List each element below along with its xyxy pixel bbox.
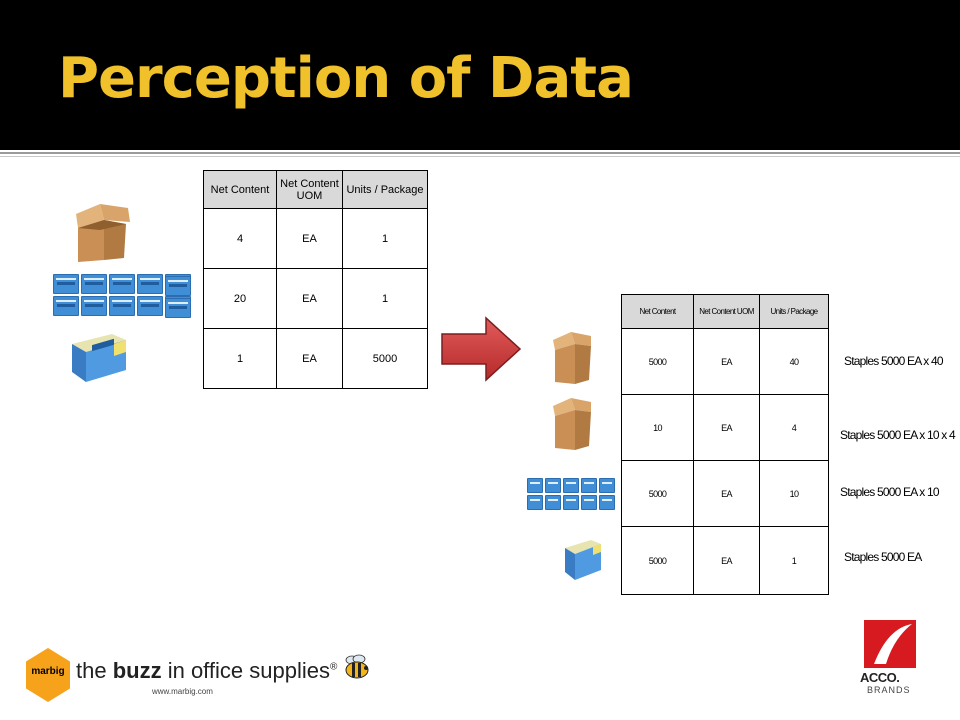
- table-cell: EA: [276, 328, 343, 389]
- table-cell: 5000: [621, 460, 694, 527]
- table-header-cell: Net Content: [203, 170, 277, 209]
- data-table-before: Net Content Net Content UOM Units / Pack…: [203, 170, 428, 389]
- table-cell: 1: [759, 526, 829, 595]
- tagline: the buzz in office supplies®: [76, 658, 337, 684]
- table-header-cell: Units / Package: [759, 294, 829, 329]
- title-bar: [0, 0, 960, 150]
- data-table-after: Net Content Net Content UOM Units / Pack…: [621, 294, 829, 595]
- staple-pack: [599, 478, 615, 493]
- table-row: 5000 EA 10: [621, 460, 829, 527]
- product-label: Staples 5000 EA: [844, 550, 922, 564]
- staple-pack: [563, 495, 579, 510]
- staple-packs-group: [527, 478, 615, 510]
- staple-pack: [581, 495, 597, 510]
- table-row: 4 EA 1: [203, 208, 428, 269]
- table-cell: 1: [342, 268, 428, 329]
- marbig-logo: marbig: [26, 648, 70, 702]
- table-cell: 20: [203, 268, 277, 329]
- table-cell: 1: [342, 208, 428, 269]
- table-row: 1 EA 5000: [203, 328, 428, 389]
- table-cell: EA: [693, 394, 760, 461]
- divider-line: [0, 152, 960, 154]
- acco-logo: [864, 620, 916, 668]
- marbig-url: www.marbig.com: [152, 687, 213, 696]
- staple-pack: [137, 296, 163, 316]
- staple-pack: [165, 276, 191, 296]
- slide-title: Perception of Data: [58, 46, 634, 111]
- product-label: Staples 5000 EA x 10: [840, 485, 940, 499]
- staple-pack: [53, 274, 79, 294]
- staple-pack: [599, 495, 615, 510]
- staple-pack: [53, 296, 79, 316]
- table-cell: EA: [276, 268, 343, 329]
- table-cell: 40: [759, 328, 829, 395]
- table-row: 20 EA 1: [203, 268, 428, 329]
- table-header-cell: Net Content UOM: [276, 170, 343, 209]
- staple-pack: [109, 274, 135, 294]
- staple-pack: [581, 478, 597, 493]
- marbig-logo-text: marbig: [31, 666, 65, 677]
- table-cell: 1: [203, 328, 277, 389]
- divider-line-thin: [0, 156, 960, 157]
- tagline-post: in office supplies: [161, 658, 330, 683]
- staple-pack: [545, 495, 561, 510]
- table-cell: 5000: [621, 328, 694, 395]
- bee-icon: [345, 654, 369, 679]
- table-cell: EA: [693, 460, 760, 527]
- right-arrow-icon: [441, 316, 522, 382]
- staple-pack: [165, 298, 191, 318]
- carton-box-icon: [553, 332, 591, 384]
- tagline-bold: buzz: [112, 658, 162, 683]
- acco-swoosh-icon: [874, 624, 912, 664]
- table-header-cell: Net Content: [621, 294, 694, 329]
- staple-pack: [545, 478, 561, 493]
- table-cell: 5000: [342, 328, 428, 389]
- staple-box-icon: [72, 334, 126, 382]
- tagline-pre: the: [76, 658, 113, 683]
- staple-box-icon: [565, 540, 601, 580]
- product-label: Staples 5000 EA x 10 x 4: [840, 428, 956, 442]
- staple-packs-extra: [165, 276, 191, 318]
- carton-box-icon: [553, 398, 591, 450]
- table-cell: 4: [203, 208, 277, 269]
- table-header-cell: Net Content UOM: [693, 294, 760, 329]
- staple-pack: [81, 296, 107, 316]
- acco-wordmark: ACCO.: [860, 670, 900, 685]
- table-cell: 4: [759, 394, 829, 461]
- staple-pack: [109, 296, 135, 316]
- table-cell: 5000: [621, 526, 694, 595]
- staple-pack: [81, 274, 107, 294]
- staple-pack: [527, 478, 543, 493]
- table-cell: EA: [276, 208, 343, 269]
- registered-mark: ®: [329, 661, 338, 673]
- table-cell: 10: [621, 394, 694, 461]
- staple-pack: [527, 495, 543, 510]
- table-cell: EA: [693, 526, 760, 595]
- product-label: Staples 5000 EA x 40: [844, 354, 944, 368]
- staple-pack: [137, 274, 163, 294]
- table-row: 5000 EA 1: [621, 526, 829, 595]
- table-row: 5000 EA 40: [621, 328, 829, 395]
- table-cell: 10: [759, 460, 829, 527]
- carton-box-icon: [76, 204, 130, 262]
- table-row: 10 EA 4: [621, 394, 829, 461]
- acco-brands-text: BRANDS: [867, 685, 911, 695]
- table-header-cell: Units / Package: [342, 170, 428, 209]
- staple-pack: [563, 478, 579, 493]
- table-cell: EA: [693, 328, 760, 395]
